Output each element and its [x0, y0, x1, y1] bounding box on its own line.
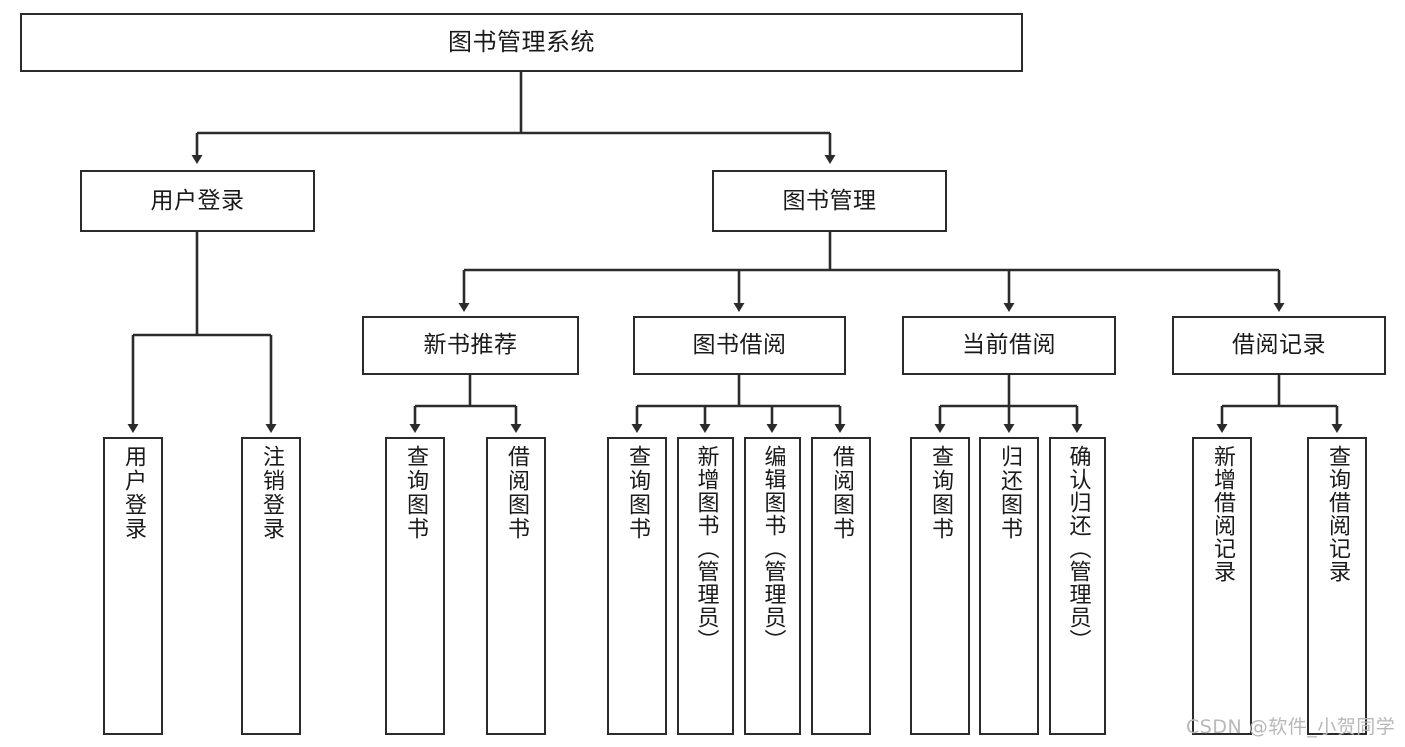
node-root-system[interactable]: 图书管理系统	[20, 13, 1023, 72]
node-label: 图书借阅	[692, 332, 787, 359]
node-current-borrow[interactable]: 当前借阅	[902, 316, 1116, 375]
node-label: 图书管理	[782, 187, 877, 214]
node-label: 借阅记录	[1232, 332, 1326, 359]
leaf-query-borrow-record[interactable]: 查询借阅记录	[1307, 437, 1367, 735]
node-label: 当前借阅	[962, 332, 1056, 359]
node-label: 图书管理系统	[448, 27, 595, 56]
node-label: 编辑图书（管理员）	[760, 445, 786, 652]
leaf-return-book[interactable]: 归还图书	[979, 437, 1039, 735]
node-label: 查询借阅记录	[1325, 445, 1350, 583]
leaf-user-logout[interactable]: 注销登录	[241, 437, 301, 735]
leaf-query-book-current[interactable]: 查询图书	[910, 437, 970, 735]
leaf-borrow-book-recommend[interactable]: 借阅图书	[486, 437, 546, 735]
node-label: 新书推荐	[423, 332, 518, 359]
csdn-watermark: CSDN @软件_小贺同学	[1186, 716, 1396, 738]
node-user-login[interactable]: 用户登录	[80, 170, 315, 232]
leaf-edit-book[interactable]: 编辑图书（管理员）	[744, 437, 801, 735]
leaf-confirm-return[interactable]: 确认归还（管理员）	[1049, 437, 1106, 735]
node-label: 归还图书	[997, 445, 1022, 541]
node-label: 用户登录	[150, 187, 245, 214]
leaf-query-book-recommend[interactable]: 查询图书	[385, 437, 445, 735]
node-label: 查询图书	[625, 445, 650, 541]
node-label: 查询图书	[928, 445, 953, 541]
leaf-user-login[interactable]: 用户登录	[103, 437, 163, 735]
node-label: 注销登录	[259, 445, 284, 541]
node-book-borrow[interactable]: 图书借阅	[633, 316, 846, 375]
node-label: 借阅图书	[829, 445, 854, 541]
node-borrow-record[interactable]: 借阅记录	[1172, 316, 1386, 375]
leaf-query-book-borrow[interactable]: 查询图书	[607, 437, 667, 735]
node-label: 确认归还（管理员）	[1065, 445, 1091, 652]
leaf-borrow-book[interactable]: 借阅图书	[811, 437, 871, 735]
node-book-management[interactable]: 图书管理	[712, 170, 947, 232]
node-new-book-recommend[interactable]: 新书推荐	[362, 316, 579, 375]
leaf-add-book[interactable]: 新增图书（管理员）	[677, 437, 734, 735]
node-label: 借阅图书	[504, 445, 529, 541]
node-label: 新增图书（管理员）	[693, 445, 719, 652]
node-label: 新增借阅记录	[1210, 445, 1235, 583]
node-label: 用户登录	[121, 445, 146, 541]
node-label: 查询图书	[403, 445, 428, 541]
leaf-add-borrow-record[interactable]: 新增借阅记录	[1192, 437, 1252, 735]
